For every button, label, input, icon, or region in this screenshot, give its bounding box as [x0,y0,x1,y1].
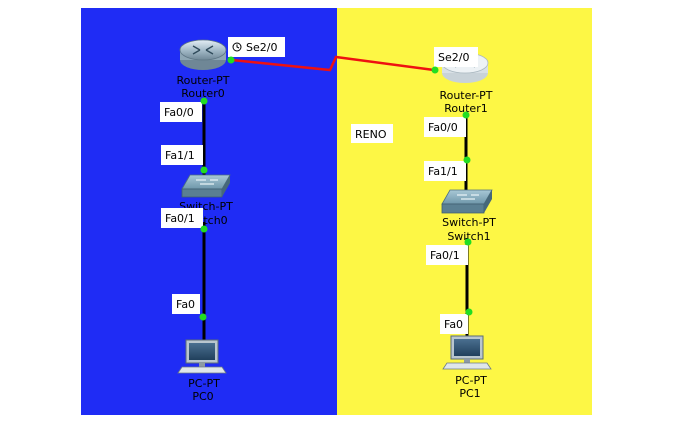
port-dot-router1-serial [431,66,439,74]
port-label-pc1-fa: Fa0 [440,314,468,334]
pc0-name-label: PC0 [192,390,213,403]
switch-icon [181,174,231,198]
port-label-text: Fa0/0 [428,121,458,134]
port-label-text: Fa1/1 [428,165,458,178]
switch1[interactable]: Switch-PT Switch1 [441,189,496,243]
router1-name-label: Router1 [444,102,487,115]
router0-type-label: Router-PT [176,74,229,87]
pc-icon [177,339,227,374]
pc1[interactable]: PC-PT PC1 [442,335,492,400]
port-dot-router0-serial [227,56,235,64]
clock-icon [232,42,242,52]
port-label-switch0-down: Fa0/1 [161,208,203,228]
port-dot-switch1-down [464,238,472,246]
port-label-text: Fa0 [444,318,463,331]
port-dot-switch0-down [200,225,208,233]
switch1-type-label: Switch-PT [442,216,496,229]
zone-label-reno: RENO [351,124,393,143]
port-label-text: Se2/0 [246,41,277,54]
router-icon [179,39,227,70]
pc0-type-label: PC-PT [188,377,220,390]
serial-link[interactable] [231,55,435,72]
port-label-router0-fa: Fa0/0 [160,102,202,122]
port-label-switch1-down: Fa0/1 [426,245,468,265]
port-dot-pc0-fa [199,313,207,321]
port-label-pc0-fa: Fa0 [172,294,200,314]
port-dot-switch1-up [463,156,471,164]
zone-label-text: RENO [355,128,387,141]
port-label-text: Fa0 [176,298,195,311]
port-label-text: Se2/0 [438,51,469,64]
port-dot-pc1-fa [465,308,473,316]
router1-type-label: Router-PT [439,89,492,102]
port-dot-router0-fa [200,97,208,105]
port-label-text: Fa1/1 [165,149,195,162]
port-label-text: Fa0/0 [164,106,194,119]
port-dot-switch0-up [200,166,208,174]
port-label-switch0-up: Fa1/1 [161,145,203,165]
pc1-type-label: PC-PT [455,374,487,387]
port-dot-router1-fa [462,111,470,119]
pc-icon [442,335,492,370]
router0[interactable]: Router-PT Router0 [176,39,230,100]
router0-name-label: Router0 [181,87,224,100]
pc1-name-label: PC1 [459,387,480,400]
port-label-text: Fa0/1 [165,212,195,225]
port-label-text: Fa0/1 [430,249,460,262]
port-label-router0-serial: Se2/0 [228,37,285,57]
port-label-switch1-up: Fa1/1 [424,161,466,181]
port-label-router1-fa: Fa0/0 [424,117,466,137]
port-label-router1-serial: Se2/0 [434,47,478,67]
switch-icon [441,189,493,214]
pc0[interactable]: PC-PT PC0 [177,339,227,403]
switch1-name-label: Switch1 [447,230,490,243]
